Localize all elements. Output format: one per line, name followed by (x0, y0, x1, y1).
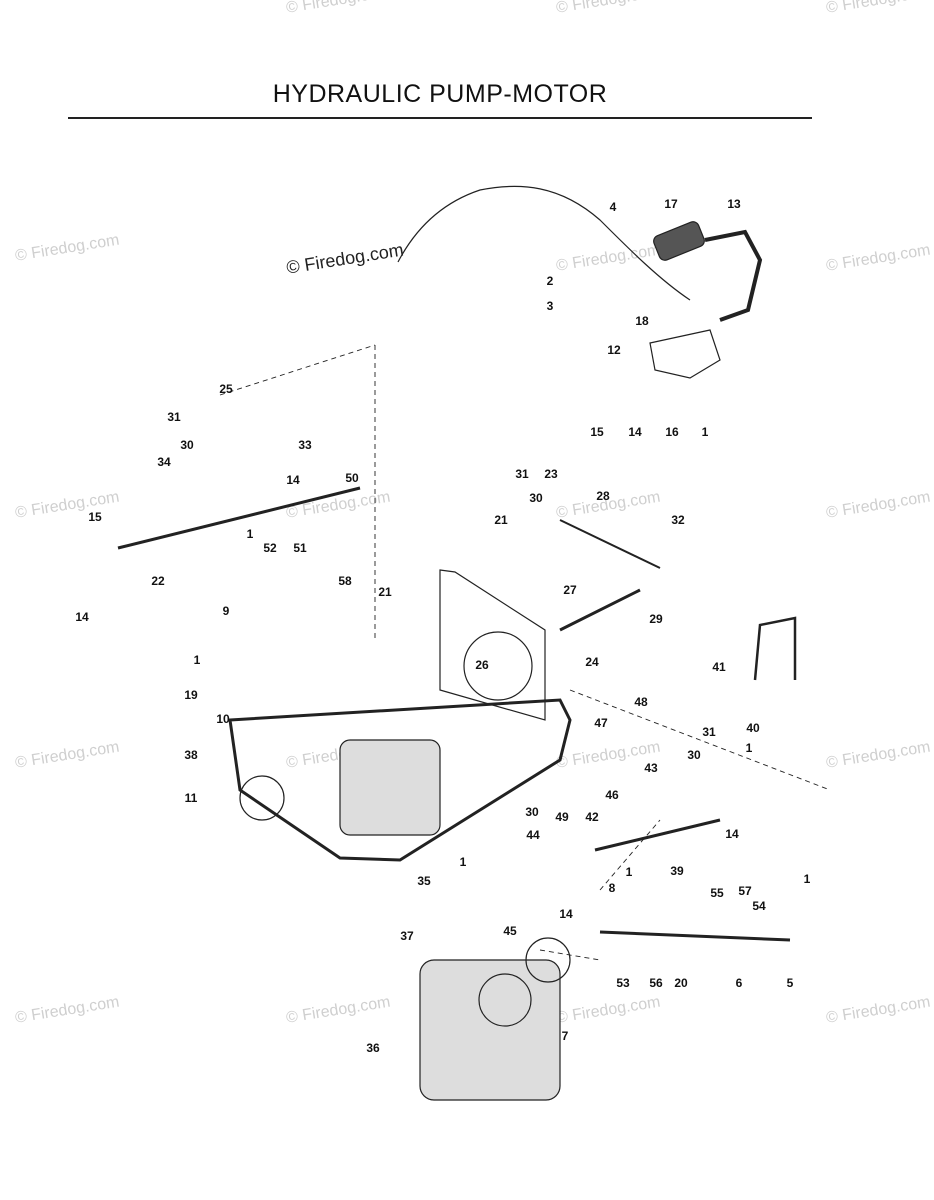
part-label: 52 (263, 541, 277, 555)
part-label: 11 (184, 791, 198, 805)
part-label: 1 (625, 865, 633, 879)
part-label: 24 (585, 655, 599, 669)
part-label: 5 (786, 976, 794, 990)
fan-disc (463, 631, 533, 701)
part-label: 33 (298, 438, 312, 452)
part-label: 25 (219, 382, 233, 396)
part-label: 38 (184, 748, 198, 762)
title-rule (68, 117, 812, 119)
part-label: 49 (555, 810, 569, 824)
part-label: 14 (628, 425, 642, 439)
part-label: 36 (366, 1041, 380, 1055)
part-label: 4 (609, 200, 617, 214)
part-label: 30 (529, 491, 543, 505)
part-label: 1 (745, 741, 753, 755)
part-label: 30 (687, 748, 701, 762)
part-label: 31 (515, 467, 529, 481)
part-label: 58 (338, 574, 352, 588)
part-label: 8 (608, 881, 616, 895)
part-label: 57 (738, 884, 752, 898)
part-label: 16 (665, 425, 679, 439)
part-label: 1 (193, 653, 201, 667)
part-label: 28 (596, 489, 610, 503)
part-label: 35 (417, 874, 431, 888)
handle-grip (653, 221, 705, 261)
page-title: HYDRAULIC PUMP-MOTOR (272, 80, 608, 108)
part-label: 46 (605, 788, 619, 802)
part-label: 56 (649, 976, 663, 990)
part-label: 30 (525, 805, 539, 819)
part-label: 27 (563, 583, 577, 597)
part-label: 14 (725, 827, 739, 841)
part-label: 54 (752, 899, 766, 913)
part-label: 23 (544, 467, 558, 481)
part-label: 1 (803, 872, 811, 886)
part-label: 32 (671, 513, 685, 527)
part-label: 17 (664, 197, 678, 211)
pump-35 (339, 739, 441, 836)
part-label: 34 (157, 455, 171, 469)
part-label: 10 (216, 712, 230, 726)
part-label: 1 (459, 855, 467, 869)
part-label: 53 (616, 976, 630, 990)
hub-36 (525, 937, 571, 983)
part-label: 45 (503, 924, 517, 938)
rod-24 (559, 588, 641, 632)
part-label: 31 (702, 725, 716, 739)
part-label: 3 (546, 299, 554, 313)
rod-39 (594, 818, 721, 852)
part-label: 44 (526, 828, 540, 842)
part-label: 9 (222, 604, 230, 618)
part-label: 47 (594, 716, 608, 730)
part-label: 14 (559, 907, 573, 921)
frame-plate (439, 569, 546, 721)
part-label: 19 (184, 688, 198, 702)
dashed-leaders (219, 344, 831, 961)
part-label: 12 (607, 343, 621, 357)
part-label: 6 (735, 976, 743, 990)
part-label: 22 (151, 574, 165, 588)
part-label: 31 (167, 410, 181, 424)
part-label: 43 (644, 761, 658, 775)
u-handle-41 (753, 616, 797, 681)
part-label: 30 (180, 438, 194, 452)
part-label: 42 (585, 810, 599, 824)
part-label: 51 (293, 541, 307, 555)
bracket-12 (649, 329, 721, 379)
part-label: 39 (670, 864, 684, 878)
hub-11 (239, 775, 285, 821)
control-handle (704, 229, 763, 322)
pump-36 (419, 959, 561, 1101)
part-label: 2 (546, 274, 554, 288)
pump-36-fan (478, 973, 532, 1027)
part-label: 18 (635, 314, 649, 328)
rod-22 (117, 486, 361, 550)
part-label: 41 (712, 660, 726, 674)
rod-53-55 (599, 930, 791, 942)
part-label: 50 (345, 471, 359, 485)
rod-28 (559, 519, 661, 569)
part-label: 21 (494, 513, 508, 527)
part-label: 15 (590, 425, 604, 439)
part-label: 37 (400, 929, 414, 943)
part-label: 14 (286, 473, 300, 487)
part-label: 13 (727, 197, 741, 211)
part-label: 48 (634, 695, 648, 709)
part-label: 1 (701, 425, 709, 439)
part-label: 15 (88, 510, 102, 524)
part-label: 21 (378, 585, 392, 599)
part-label: 29 (649, 612, 663, 626)
part-label: 14 (75, 610, 89, 624)
part-label: 7 (561, 1029, 569, 1043)
part-label: 40 (746, 721, 760, 735)
frame (228, 698, 572, 862)
cable (397, 185, 691, 301)
part-label: 26 (475, 658, 489, 672)
part-label: 20 (674, 976, 688, 990)
part-label: 1 (246, 527, 254, 541)
part-label: 55 (710, 886, 724, 900)
